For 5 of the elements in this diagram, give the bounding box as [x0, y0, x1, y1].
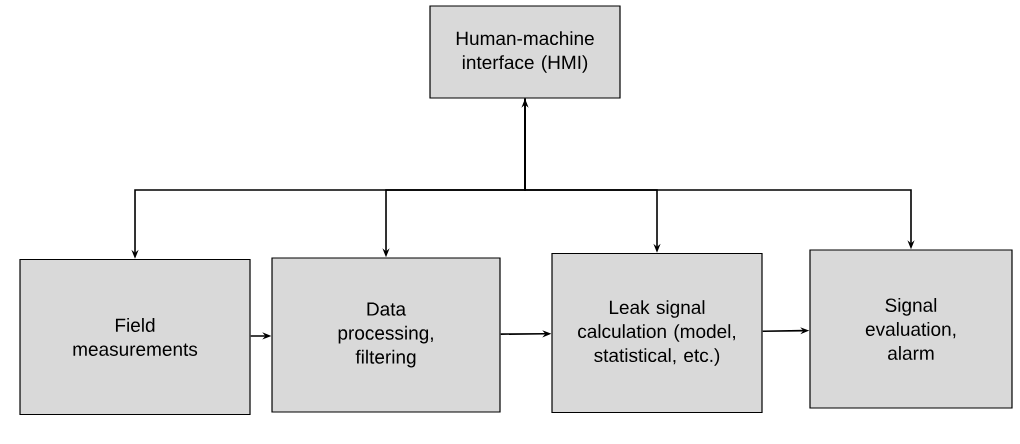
process-box: Data processing, filtering — [271, 257, 501, 413]
process-box: Signal evaluation, alarm — [809, 249, 1013, 409]
process-box: Human-machine interface (HMI) — [429, 5, 621, 99]
process-box: Field measurements — [19, 258, 251, 416]
process-box: Leak signal calculation (model, statistical, etc.) — [551, 252, 763, 414]
